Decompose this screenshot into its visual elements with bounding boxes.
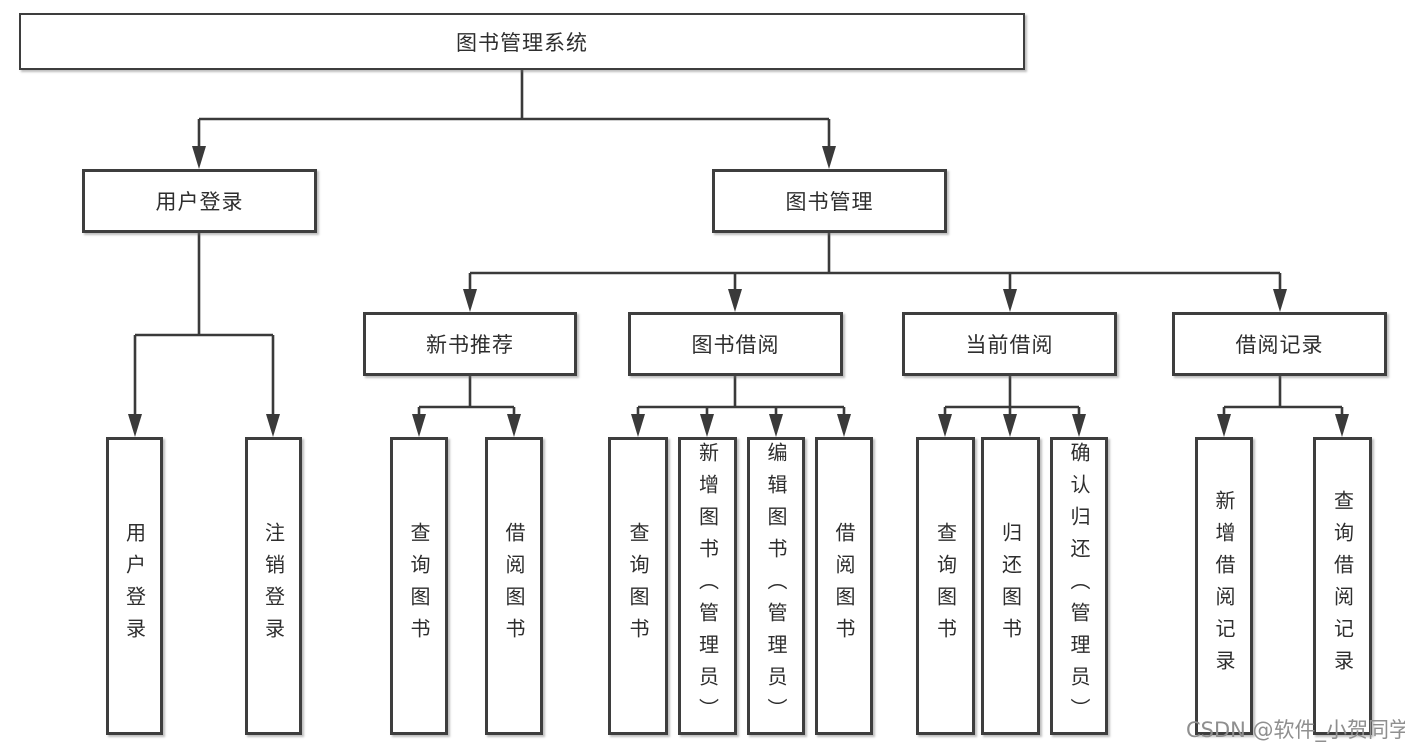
node-user-login: 用户登录 bbox=[82, 169, 317, 233]
leaf-query-borrow-record: 查询借阅记录 bbox=[1313, 437, 1372, 735]
node-label: 新增借阅记录 bbox=[1212, 490, 1236, 682]
node-label: 用户登录 bbox=[155, 190, 244, 214]
node-label: 图书借阅 bbox=[691, 333, 780, 357]
node-label: 新增图书（管理员） bbox=[695, 442, 720, 730]
node-label: 用户登录 bbox=[122, 522, 147, 650]
node-label: 借阅图书 bbox=[832, 522, 856, 650]
leaf-query-books-borrowing: 查询图书 bbox=[608, 437, 668, 735]
leaf-return-books: 归还图书 bbox=[981, 437, 1040, 735]
node-label: 图书管理系统 bbox=[456, 30, 588, 55]
node-book-borrowing: 图书借阅 bbox=[628, 312, 843, 376]
leaf-borrow-books-recommend: 借阅图书 bbox=[485, 437, 543, 735]
node-book-management: 图书管理 bbox=[712, 169, 947, 233]
node-current-borrowing: 当前借阅 bbox=[902, 312, 1117, 376]
leaf-edit-books-admin: 编辑图书（管理员） bbox=[747, 437, 805, 735]
leaf-confirm-return-admin: 确认归还（管理员） bbox=[1050, 437, 1108, 735]
node-label: 查询图书 bbox=[407, 522, 431, 650]
node-label: 借阅图书 bbox=[502, 522, 526, 650]
node-label: 新书推荐 bbox=[426, 333, 514, 357]
node-label: 确认归还（管理员） bbox=[1067, 442, 1091, 730]
node-label: 图书管理 bbox=[785, 190, 874, 214]
leaf-query-books-recommend: 查询图书 bbox=[390, 437, 448, 735]
leaf-logout: 注销登录 bbox=[245, 437, 302, 735]
node-label: 归还图书 bbox=[998, 522, 1023, 650]
csdn-watermark: CSDN @软件_小贺同学 bbox=[1186, 718, 1405, 742]
node-new-book-recommend: 新书推荐 bbox=[363, 312, 577, 376]
node-label: 查询借阅记录 bbox=[1330, 490, 1355, 682]
leaf-user-login: 用户登录 bbox=[106, 437, 163, 735]
leaf-query-books-current: 查询图书 bbox=[916, 437, 975, 735]
node-borrow-records: 借阅记录 bbox=[1172, 312, 1387, 376]
node-label: 查询图书 bbox=[933, 522, 958, 650]
leaf-add-books-admin: 新增图书（管理员） bbox=[678, 437, 737, 735]
node-label: 借阅记录 bbox=[1235, 333, 1324, 357]
leaf-borrow-books-borrowing: 借阅图书 bbox=[815, 437, 873, 735]
node-label: 查询图书 bbox=[626, 522, 650, 650]
node-label: 注销登录 bbox=[261, 522, 286, 650]
node-label: 当前借阅 bbox=[965, 333, 1054, 357]
leaf-add-borrow-record: 新增借阅记录 bbox=[1195, 437, 1253, 735]
node-label: 编辑图书（管理员） bbox=[764, 442, 788, 730]
node-library-management-system: 图书管理系统 bbox=[19, 13, 1025, 70]
